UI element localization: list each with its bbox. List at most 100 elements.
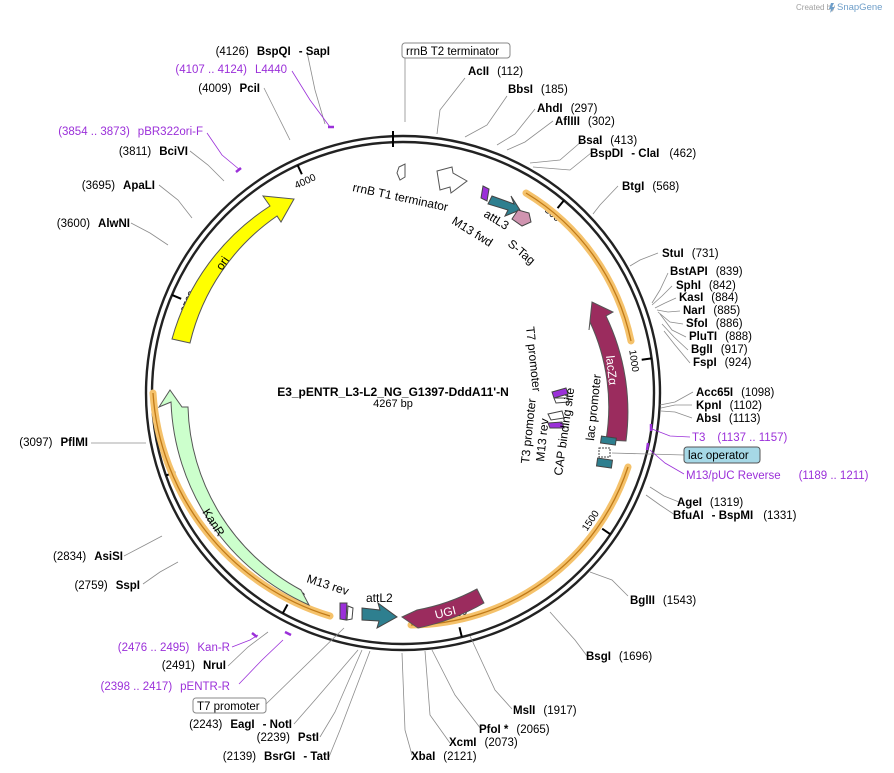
scale-tick-mark — [171, 294, 182, 300]
restriction-site[interactable]: MslI(1917) — [513, 705, 577, 717]
restriction-site[interactable]: BstAPI(839) — [670, 266, 743, 278]
t3-promoter-label: T3 promoter — [518, 398, 539, 464]
site-position: (2065) — [516, 724, 549, 736]
primer-name: L4440 — [255, 64, 287, 76]
m13-rev-inner-feature[interactable] — [547, 421, 565, 429]
ugi-feature[interactable] — [400, 588, 485, 629]
t3-promoter-feature[interactable] — [553, 397, 570, 404]
restriction-site[interactable]: EagI- NotI(2243) — [189, 719, 292, 731]
restriction-site[interactable]: SspI(2759) — [74, 580, 140, 592]
primer-mark-pbr322ori — [235, 167, 242, 173]
restriction-site[interactable]: Acc65I(1098) — [696, 387, 775, 399]
restriction-site[interactable]: NruI(2491) — [162, 660, 226, 672]
restriction-site[interactable]: AbsI(1113) — [696, 413, 761, 425]
primer-site[interactable]: (3854 .. 3873) pBR322ori-F — [58, 126, 203, 138]
restriction-site[interactable]: BsaI(413) — [578, 135, 637, 147]
site-position: (2239) — [257, 732, 290, 744]
primer-range: (1137 .. 1157) — [717, 432, 787, 444]
s-tag-label: S-Tag — [505, 237, 538, 268]
lac-promoter-feature[interactable] — [595, 457, 614, 469]
orf-line-kanr — [152, 392, 331, 617]
restriction-site[interactable]: SphI(842) — [676, 280, 736, 292]
restriction-site[interactable]: BsrGI- TatI(2139) — [223, 751, 330, 763]
site-name: BfuAI — [673, 510, 704, 522]
primer-range: (3854 .. 3873) — [58, 126, 130, 138]
restriction-site[interactable]: BspQI- SapI(4126) — [216, 46, 330, 58]
site-position: (462) — [669, 148, 696, 160]
rrnb-t2-feature[interactable] — [396, 163, 406, 181]
t7-promoter-inner-label: T7 promoter — [523, 326, 544, 392]
restriction-site[interactable]: NarI(885) — [683, 305, 740, 317]
primer-site[interactable]: (2398 .. 2417)pENTR-R — [101, 681, 230, 693]
primer-site[interactable]: (4107 .. 4124)L4440 — [175, 64, 287, 76]
lac-operator-feature[interactable] — [598, 447, 611, 458]
s-tag-feature[interactable] — [511, 209, 532, 227]
restriction-site[interactable]: AgeI(1319) — [677, 497, 743, 509]
restriction-site[interactable]: BglII(1543) — [630, 595, 696, 607]
restriction-site[interactable]: ApaLI(3695) — [82, 180, 155, 192]
restriction-site[interactable]: PstI(2239) — [257, 732, 319, 744]
restriction-site[interactable]: StuI(731) — [662, 248, 719, 260]
site-position: (917) — [721, 344, 748, 356]
restriction-site[interactable]: KasI(884) — [679, 292, 738, 304]
restriction-site[interactable]: BglI(917) — [691, 344, 748, 356]
restriction-site[interactable]: PflMI(3097) — [19, 437, 88, 449]
restriction-site[interactable]: AhdI(297) — [537, 103, 598, 115]
restriction-site[interactable]: BsgI(1696) — [586, 651, 652, 663]
restriction-site[interactable]: BfuAI- BspMI(1331) — [673, 510, 797, 522]
rrnb-t2-box — [401, 42, 511, 59]
primer-name: pBR322ori-F — [138, 126, 203, 138]
restriction-site[interactable]: FspI (924) — [693, 357, 752, 369]
attl3-feature[interactable] — [487, 195, 521, 217]
lacza-feature[interactable] — [588, 301, 629, 442]
site-position: (924) — [725, 357, 752, 369]
t7-promoter-feature[interactable] — [551, 387, 569, 399]
restriction-site[interactable]: AsiSI(2834) — [53, 551, 123, 563]
site-name: FspI — [693, 357, 717, 369]
rrnb-t1-feature[interactable] — [436, 166, 468, 194]
t7-promoter-bottom-feature[interactable] — [346, 605, 354, 621]
orf-line-lacz — [525, 192, 632, 342]
site-name: BsgI — [586, 651, 611, 663]
site-position: (1098) — [741, 387, 774, 399]
restriction-site[interactable]: XbaI(2121) — [411, 751, 477, 763]
restriction-site[interactable]: XcmI(2073) — [449, 737, 518, 749]
restriction-site[interactable]: BspDI- ClaI(462) — [590, 148, 696, 160]
primer-name: T3 — [692, 432, 705, 444]
backbone-outer-strand — [144, 134, 662, 652]
site-name: AlwNI — [98, 218, 130, 230]
m13-fwd-feature[interactable] — [480, 185, 490, 202]
site-name: NruI — [203, 660, 226, 672]
site-position: (1113) — [729, 413, 761, 425]
attl2-feature[interactable] — [361, 601, 398, 630]
restriction-site[interactable]: KpnI(1102) — [696, 400, 762, 412]
site-name-alt: - SapI — [299, 46, 330, 58]
snapgene-brand[interactable]: SnapGene — [837, 2, 882, 13]
restriction-site[interactable]: SfoI(886) — [686, 318, 743, 330]
kanr-feature[interactable] — [157, 389, 311, 607]
rrnb-t2-label: rrnB T2 terminator — [406, 46, 499, 58]
restriction-site[interactable]: BciVI(3811) — [119, 146, 188, 158]
restriction-site[interactable]: PluTI(888) — [689, 331, 752, 343]
restriction-site[interactable]: PciI(4009) — [198, 83, 260, 95]
scale-tick-mark — [281, 604, 289, 614]
primer-site[interactable]: (1137 .. 1157) T3 — [692, 432, 787, 444]
ori-feature[interactable] — [171, 195, 295, 344]
site-position: (302) — [588, 116, 615, 128]
restriction-site[interactable]: AcII(112) — [468, 66, 523, 78]
lac-promoter-inner-feature[interactable] — [547, 410, 565, 421]
restriction-site[interactable]: PfoI *(2065) — [479, 724, 550, 736]
primer-site[interactable]: (1189 .. 1211)M13/pUC Reverse — [686, 470, 869, 482]
site-name: ApaLI — [123, 180, 155, 192]
scale-tick-mark — [556, 199, 565, 209]
m13-rev-feature[interactable] — [339, 602, 348, 621]
restriction-site[interactable]: BbsI(185) — [508, 84, 568, 96]
cap-site-feature[interactable] — [599, 435, 617, 446]
restriction-site[interactable]: BtgI(568) — [622, 181, 679, 193]
primer-site[interactable]: (2476 .. 2495)Kan-R — [118, 642, 230, 654]
site-position: (185) — [541, 84, 568, 96]
restriction-site[interactable]: AflIII(302) — [555, 116, 615, 128]
scale-tick-mark — [601, 527, 612, 536]
site-position: (886) — [716, 318, 743, 330]
restriction-site[interactable]: AlwNI(3600) — [57, 218, 130, 230]
